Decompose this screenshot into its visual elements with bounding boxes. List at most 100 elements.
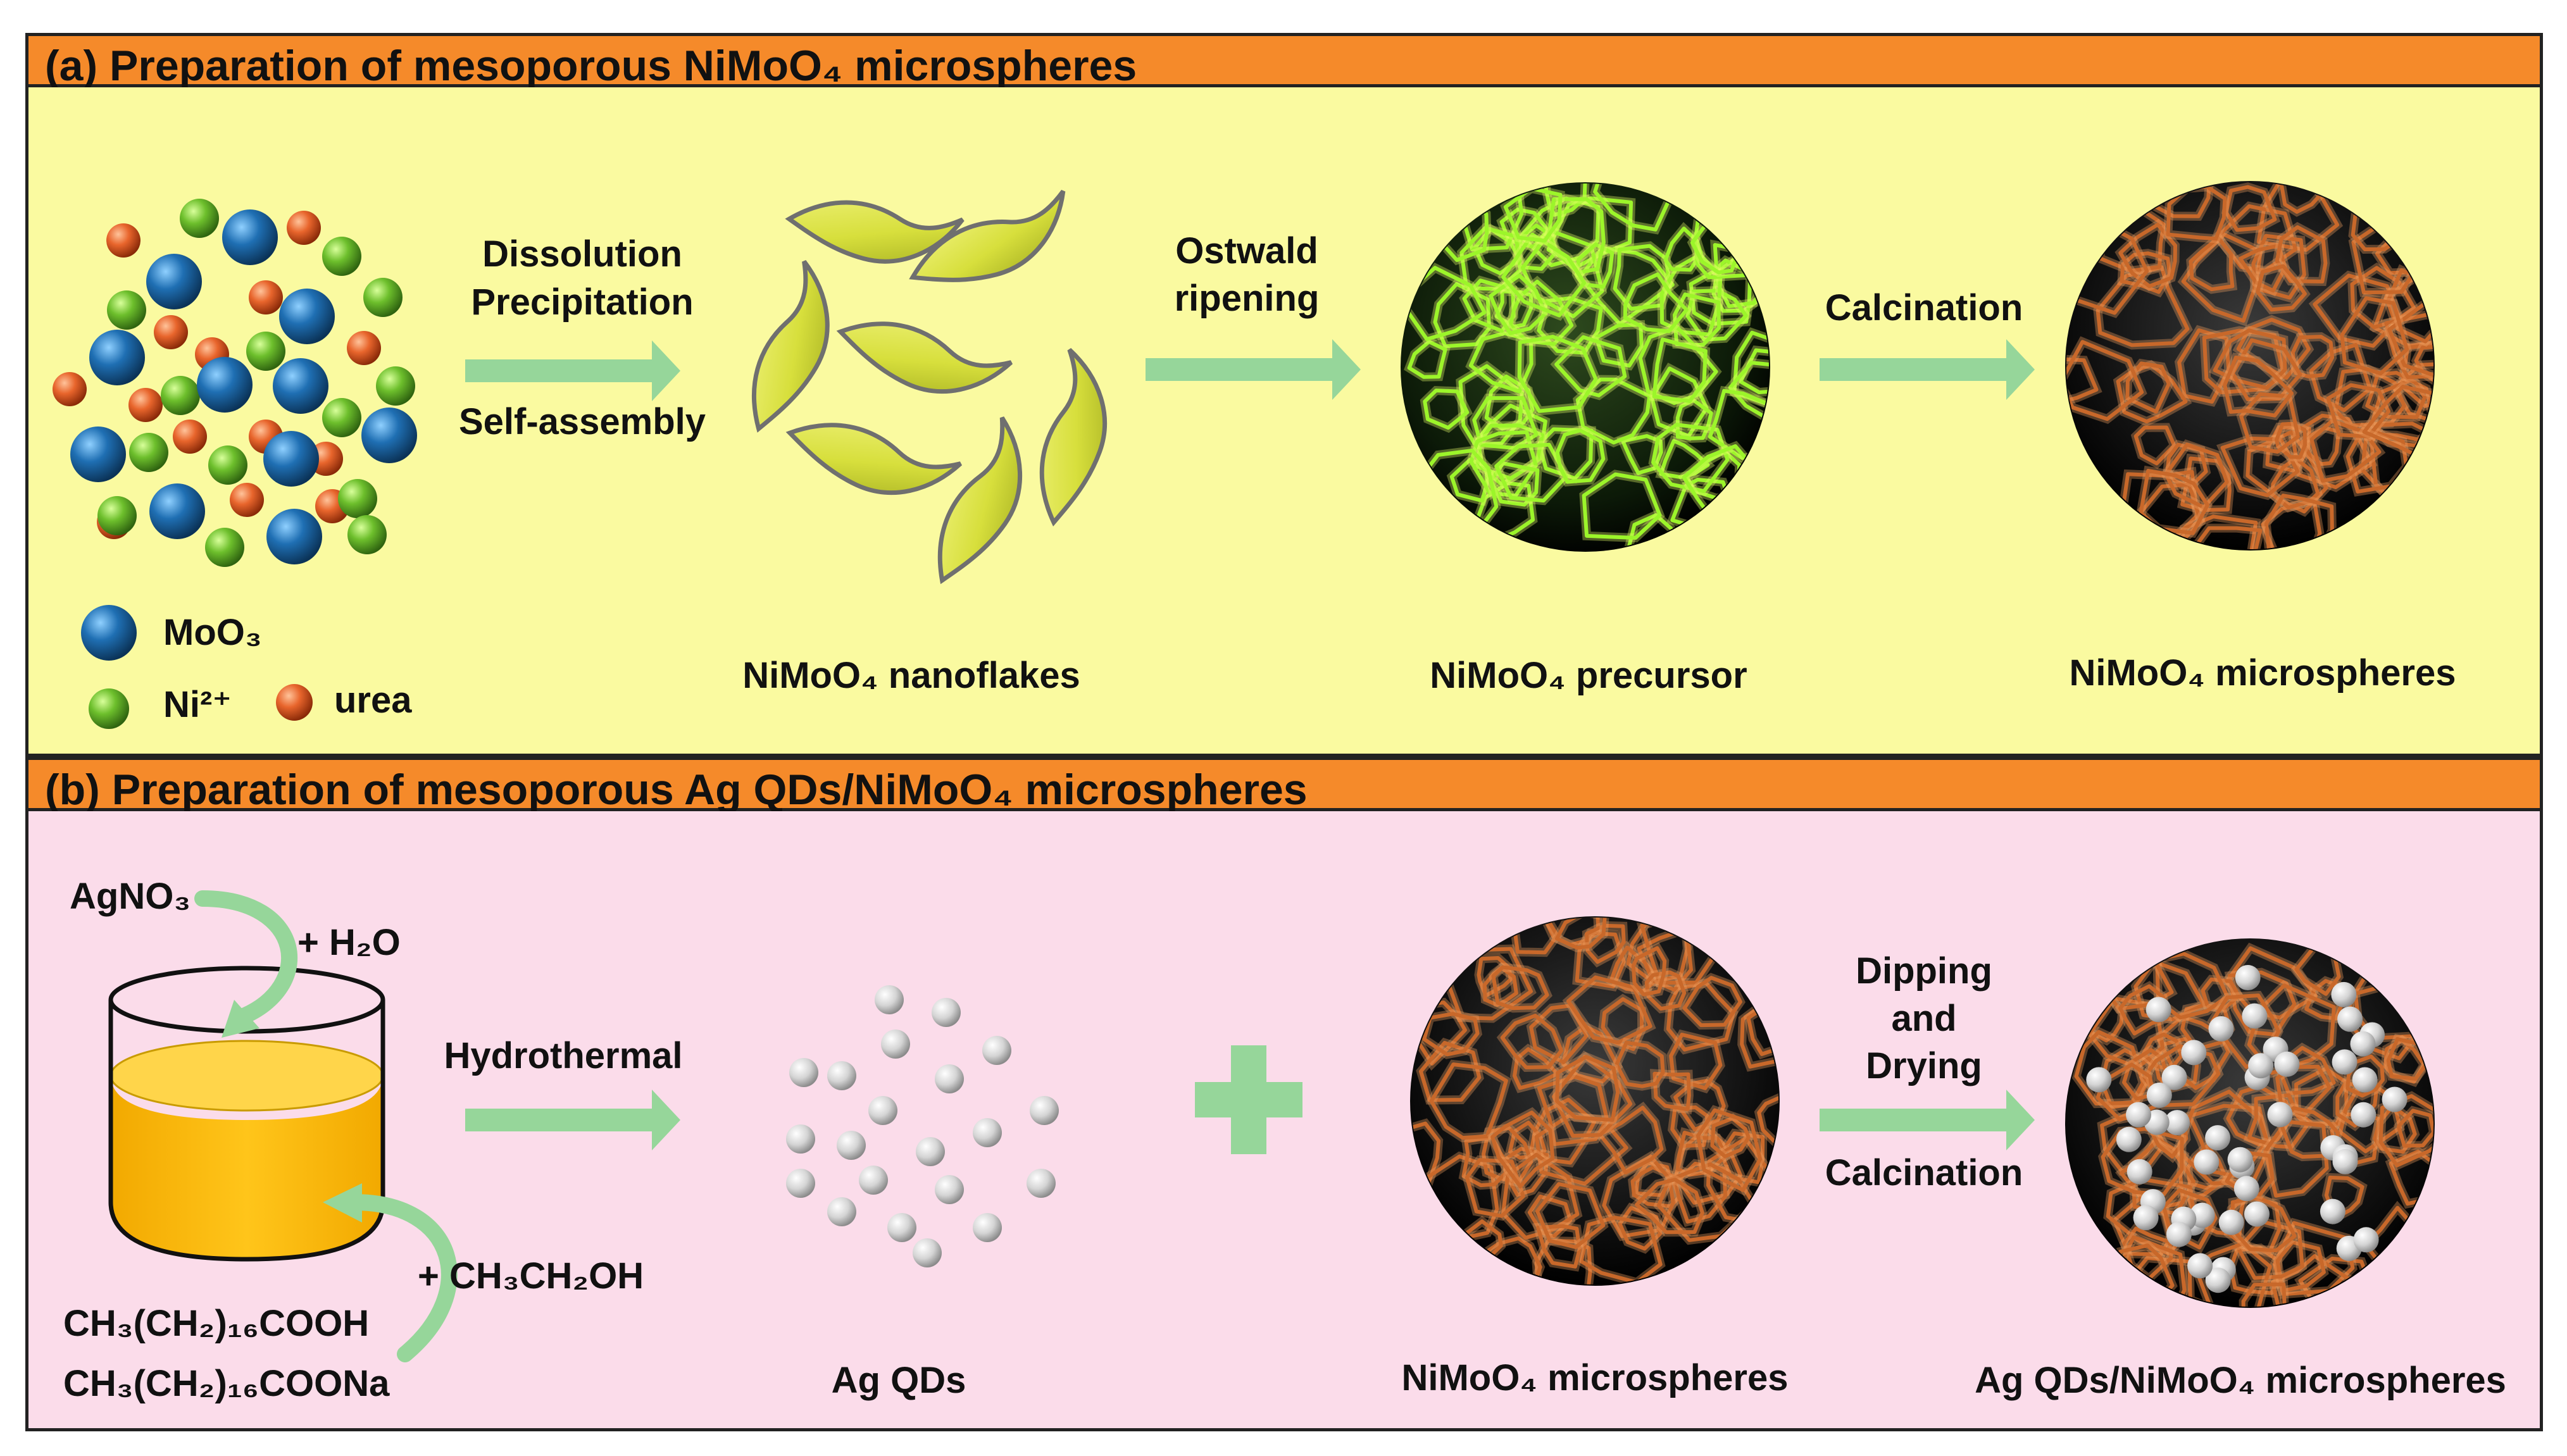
pore-wall	[1544, 184, 1587, 217]
pore-wall	[1555, 428, 1606, 484]
pore-wall	[1579, 1216, 1663, 1285]
urea-particle	[249, 280, 283, 314]
ag-qd-on-sphere	[2208, 1016, 2234, 1042]
ag-qd	[932, 998, 961, 1027]
pore-wall	[1535, 1182, 1606, 1249]
ag-qd	[982, 1036, 1011, 1065]
pore-wall	[1602, 1154, 1675, 1238]
pore-wall	[2125, 361, 2171, 414]
urea-particle	[154, 315, 188, 349]
pore-wall	[1650, 366, 1709, 439]
ag-qd-on-sphere	[2233, 1176, 2259, 1202]
ni-particle	[322, 398, 361, 437]
pore-wall	[1618, 1205, 1663, 1251]
ag-qd-on-sphere	[2166, 1221, 2192, 1247]
ag-qd-on-sphere	[2116, 1126, 2142, 1152]
pore-wall	[1542, 918, 1601, 947]
hydrothermal-label: Hydrothermal	[444, 1035, 683, 1076]
pore-wall	[1638, 325, 1718, 405]
reactant-particle-cluster	[53, 199, 417, 567]
pore-wall	[2223, 356, 2294, 418]
ethanol-inflow-arrow	[323, 1183, 458, 1362]
calcination-label-b: Calcination	[1825, 1152, 2023, 1193]
nanoflake	[1039, 348, 1107, 526]
pore-wall	[1517, 335, 1598, 413]
moo3-particle	[263, 431, 319, 487]
self-assembly-label: Self-assembly	[458, 401, 706, 442]
urea-particle	[53, 372, 87, 406]
pore-wall	[2275, 225, 2328, 283]
hydrothermal-arrow	[465, 1090, 680, 1150]
ag-qd-on-sphere	[2235, 965, 2261, 990]
pore-wall	[2290, 335, 2335, 378]
nanoflakes-group	[752, 190, 1107, 585]
ag-qd-on-sphere	[2351, 1102, 2377, 1128]
ni-particle	[363, 278, 403, 317]
pore-wall	[1757, 1093, 1778, 1146]
pore-wall	[1465, 1158, 1525, 1218]
urea-particle	[230, 483, 264, 517]
pore-wall	[1473, 481, 1535, 542]
microsphere-b	[1410, 916, 1780, 1286]
nanoflake	[909, 190, 1066, 282]
pore-wall	[2279, 182, 2325, 214]
moo3-particle	[70, 426, 126, 482]
plus-sign	[1195, 1045, 1302, 1154]
pore-wall	[2396, 1109, 2433, 1148]
pore-wall	[1696, 1108, 1763, 1192]
pore-wall	[2177, 328, 2231, 404]
sodium-stearate-label: CH₃(CH₂)₁₆COONa	[63, 1363, 390, 1404]
pore-wall	[1575, 377, 1652, 445]
pore-wall	[2313, 273, 2402, 348]
pore-wall	[2118, 223, 2177, 289]
pore-wall	[1561, 1024, 1620, 1084]
pore-wall	[1491, 965, 1549, 1011]
ni-particle	[347, 515, 387, 554]
ag-qd	[789, 1058, 818, 1087]
nanoflake	[752, 259, 830, 433]
ripening-label: ripening	[1174, 278, 1320, 319]
nanoflake	[937, 416, 1022, 585]
dissolution-label: Dissolution	[482, 233, 682, 275]
agno3-inflow-arrow	[194, 890, 298, 1038]
ag-qd	[875, 985, 904, 1014]
pore-wall	[1555, 1055, 1620, 1122]
pore-wall	[1673, 1079, 1726, 1132]
ni-particle	[338, 479, 377, 518]
pore-wall	[1673, 292, 1721, 347]
ag-qd-on-sphere	[2187, 1253, 2213, 1279]
ag-qd-on-sphere	[2205, 1125, 2231, 1151]
pore-wall	[2387, 302, 2433, 382]
ag-qd	[859, 1166, 888, 1195]
microspheres-caption-a: NiMoO₄ microspheres	[2069, 652, 2456, 694]
pore-wall	[1419, 1041, 1482, 1102]
pore-wall	[1554, 335, 1627, 397]
moo3-particle	[197, 357, 253, 413]
ag-qd-on-sphere	[2352, 1067, 2378, 1093]
pore-wall	[2066, 357, 2099, 406]
ag-qd	[786, 1124, 815, 1154]
pore-wall	[2201, 977, 2241, 1011]
ag-qd-on-sphere	[2353, 1227, 2379, 1253]
pore-wall	[1499, 208, 1550, 249]
pore-wall	[1728, 361, 1769, 422]
precursor-caption: NiMoO₄ precursor	[1430, 655, 1747, 696]
pore-wall	[2237, 1219, 2304, 1280]
moo3-particle	[89, 330, 145, 385]
pore-wall	[2236, 318, 2311, 380]
moo3-particle	[361, 408, 417, 463]
ag-qd	[881, 1030, 910, 1059]
pore-wall	[1520, 229, 1604, 318]
ag-qd	[973, 1118, 1002, 1147]
pore-wall	[1710, 1116, 1751, 1159]
pore-wall	[1585, 923, 1626, 964]
pore-wall	[1537, 1074, 1609, 1147]
microspheres-caption-b: NiMoO₄ microspheres	[1401, 1357, 1789, 1398]
pore-wall	[1423, 389, 1470, 430]
moo3-particle	[279, 289, 335, 344]
ni-particle	[208, 445, 247, 485]
ag-qd	[827, 1061, 856, 1090]
pore-wall	[1527, 1194, 1573, 1239]
pore-wall	[2256, 264, 2307, 312]
pore-wall	[2074, 1030, 2145, 1106]
